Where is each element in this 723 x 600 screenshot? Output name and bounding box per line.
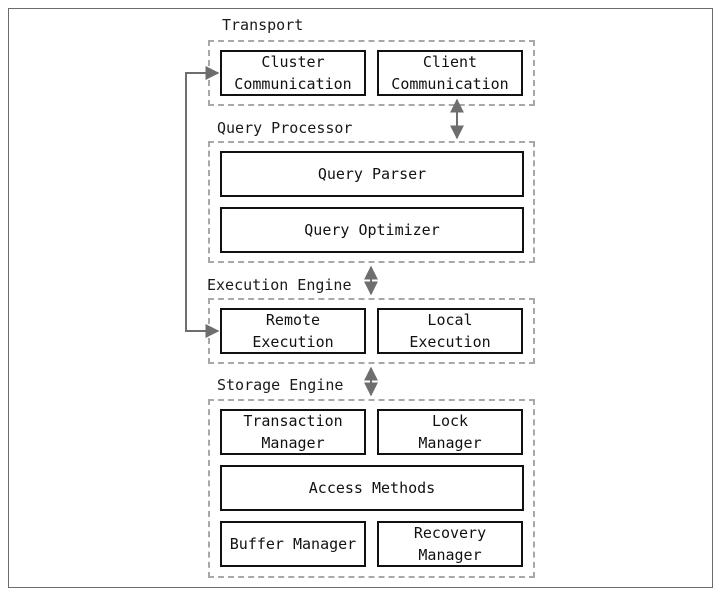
cluster-communication-line1: Cluster [261,53,325,71]
query-parser-box: Query Parser [220,151,524,197]
transport-layer-label: Transport [222,16,304,34]
client-communication-line2: Communication [391,75,509,93]
execution-engine-layer-label: Execution Engine [207,276,352,294]
client-communication-box: Client Communication [377,50,523,96]
recovery-manager-box: Recovery Manager [377,521,523,567]
storage-engine-layer-label: Storage Engine [217,376,344,394]
lock-manager-line1: Lock [431,412,469,430]
transaction-manager-line2: Manager [261,434,325,452]
transaction-manager-line1: Transaction [243,412,343,430]
cluster-communication-box: Cluster Communication [220,50,366,96]
local-execution-line1: Local [427,311,473,329]
recovery-manager-line2: Manager [418,546,482,564]
local-execution-line2: Execution [409,333,491,351]
buffer-manager-box: Buffer Manager [220,521,366,567]
client-communication-line1: Client [422,53,478,71]
recovery-manager-line1: Recovery [413,524,487,542]
storage-engine-layer [208,399,535,578]
query-processor-layer-label: Query Processor [217,119,353,137]
transaction-manager-box: Transaction Manager [220,409,366,455]
remote-execution-line1: Remote [265,311,321,329]
lock-manager-box: Lock Manager [377,409,523,455]
remote-execution-box: Remote Execution [220,308,366,354]
query-parser-label: Query Parser [317,165,427,183]
buffer-manager-label: Buffer Manager [229,535,357,553]
access-methods-box: Access Methods [220,465,524,511]
lock-manager-line2: Manager [418,434,482,452]
cluster-communication-line2: Communication [234,75,352,93]
local-execution-box: Local Execution [377,308,523,354]
access-methods-label: Access Methods [308,479,436,497]
query-optimizer-box: Query Optimizer [220,207,524,253]
remote-execution-line2: Execution [252,333,334,351]
query-optimizer-label: Query Optimizer [304,221,440,239]
